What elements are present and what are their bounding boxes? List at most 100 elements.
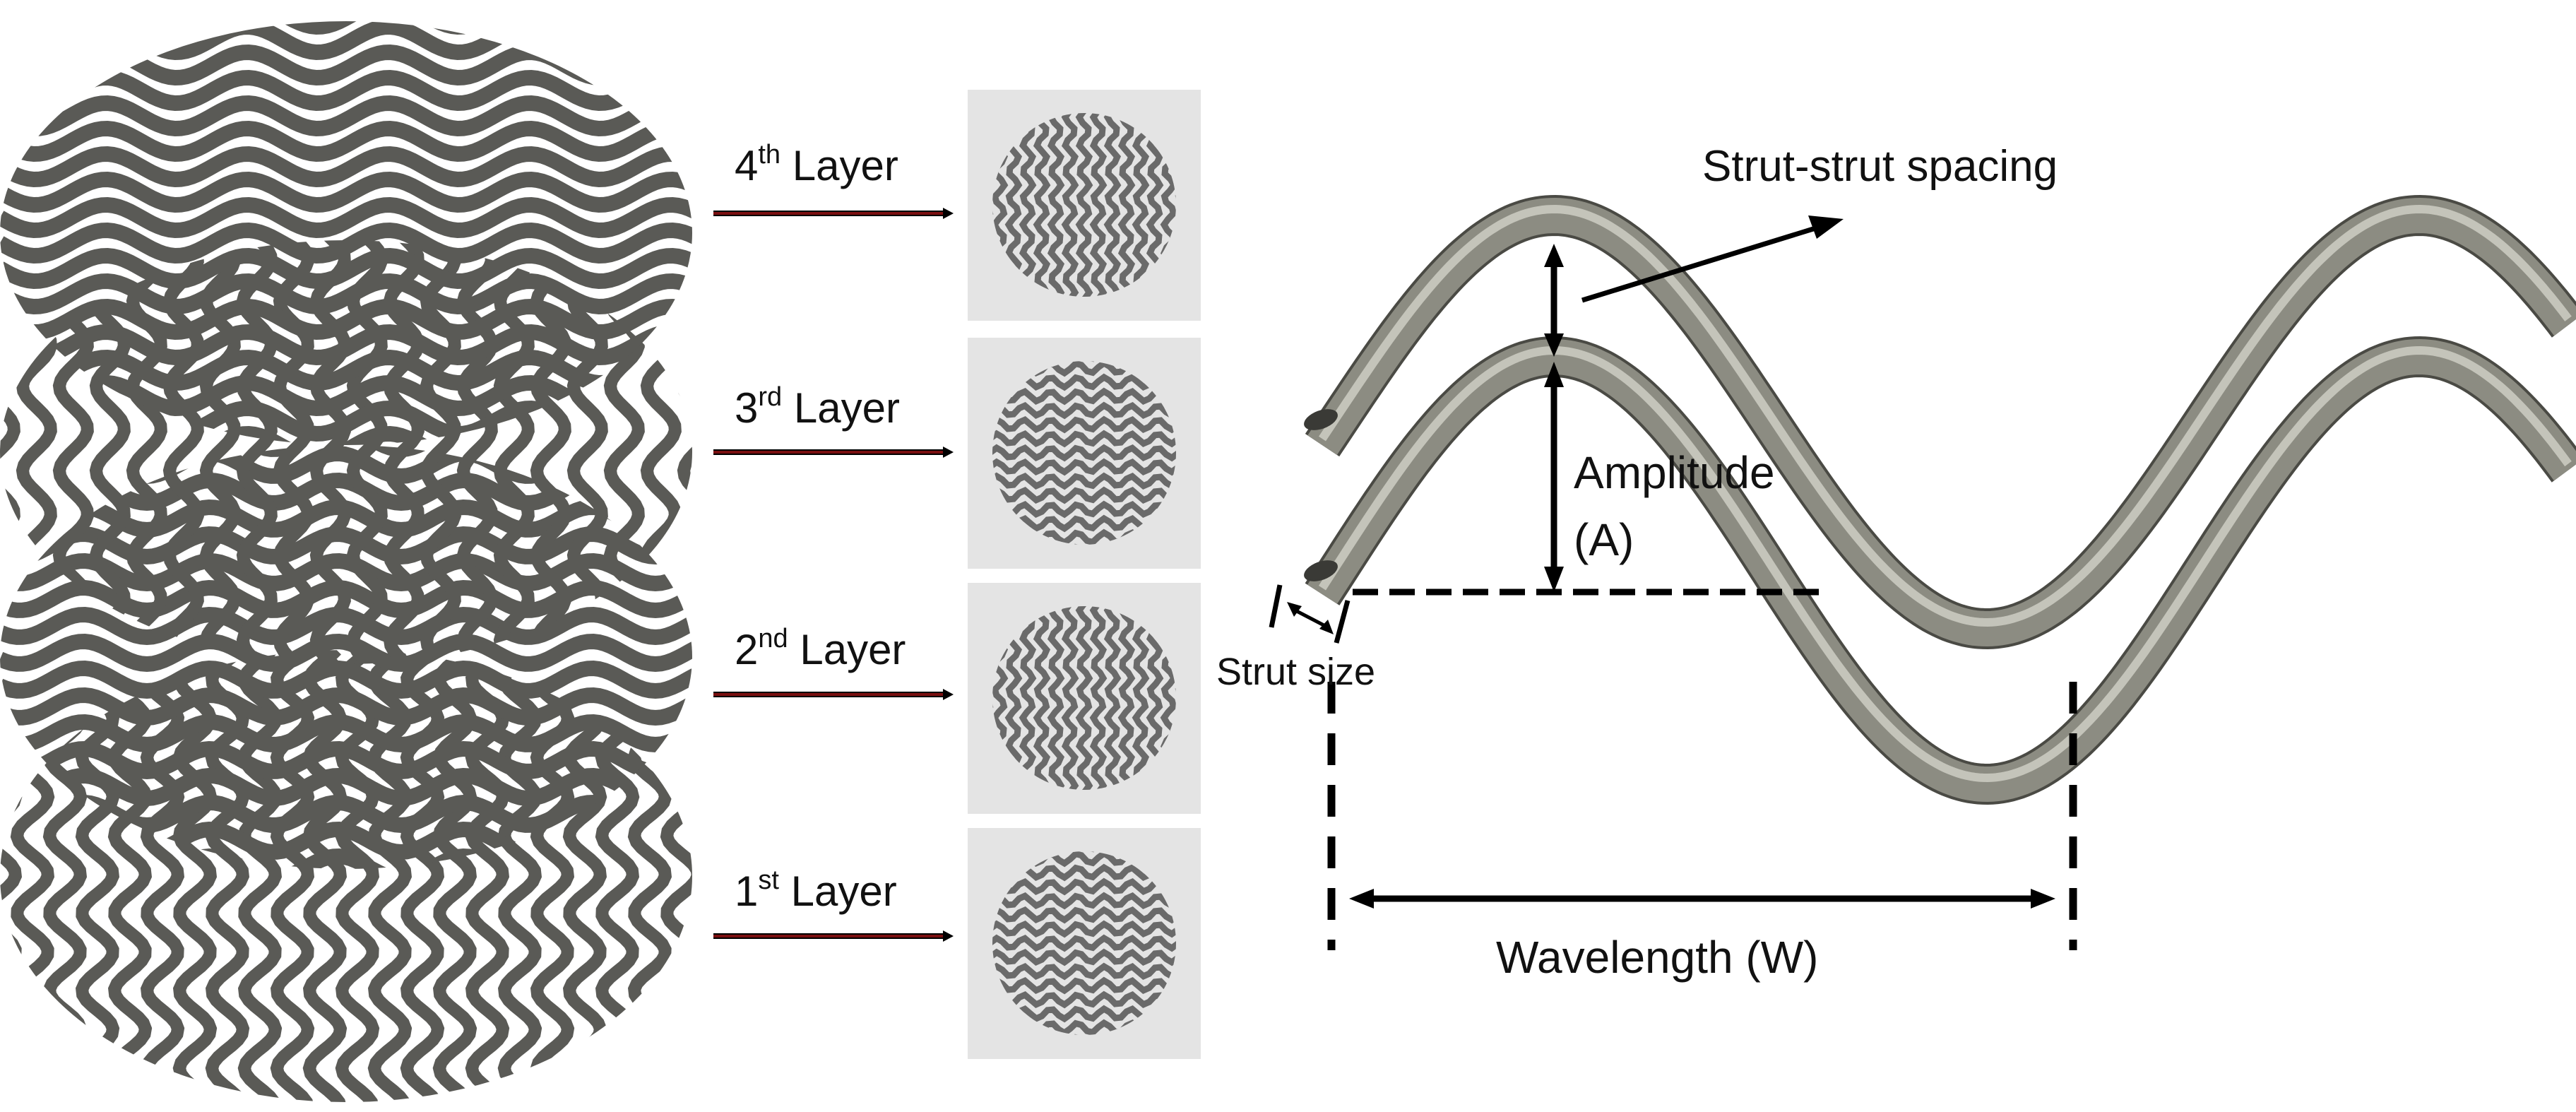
- lattice-strut: [126, 240, 167, 664]
- layer-3-thumbnail: [968, 338, 1201, 569]
- thumbnail-strut: [1033, 606, 1051, 790]
- lattice-strut: [0, 21, 692, 35]
- thumbnail-strut: [1103, 113, 1122, 297]
- spacing-leader: [1581, 215, 1844, 303]
- lattice-strut: [0, 120, 692, 162]
- lattice-strut: [0, 196, 692, 239]
- lattice-strut: [273, 240, 314, 664]
- lattice-strut: [420, 240, 461, 664]
- lattice-strut: [0, 767, 692, 807]
- lattice-strut: [0, 273, 692, 315]
- dimension-annotations: [1269, 215, 2077, 950]
- lattice-strut: [0, 69, 692, 112]
- lattice-strut: [346, 240, 388, 664]
- strut-size-label: Strut size: [1216, 651, 1376, 693]
- lattice-strut: [0, 171, 692, 213]
- layer-2-label: 2nd Layer: [735, 624, 906, 673]
- layer-arrows: [713, 208, 954, 942]
- layer-4-thumbnail: [968, 90, 1201, 321]
- lattice-strut: [367, 650, 412, 1102]
- thumbnail-strut: [1047, 113, 1065, 297]
- thumbnail-strut: [1047, 606, 1065, 790]
- thumbnail-strut: [992, 934, 1176, 952]
- thumbnail-strut: [1061, 113, 1079, 297]
- thumbnail-strut: [992, 415, 1176, 434]
- lattice-strut: [0, 324, 692, 366]
- layer-2-arrow: [713, 689, 954, 700]
- thumbnail-strut: [992, 892, 1176, 910]
- layer-4-arrow: [713, 208, 954, 219]
- thumbnail-strut: [992, 458, 1176, 476]
- upper-strut: [1304, 194, 2576, 650]
- layer-thumbnails: [968, 90, 1201, 1059]
- thumbnail-strut: [1075, 113, 1093, 297]
- lattice-strut: [0, 794, 692, 834]
- thumbnail-strut: [1089, 606, 1108, 790]
- thumbnail-strut: [1117, 113, 1136, 297]
- thumbnail-strut: [992, 906, 1176, 924]
- thumbnail-strut: [992, 486, 1176, 504]
- strut-spacing-label: Strut-strut spacing: [1702, 142, 2058, 191]
- thumbnail-strut: [992, 387, 1176, 406]
- lattice-strut: [0, 146, 692, 188]
- thumbnail-strut: [992, 430, 1176, 448]
- thumbnail-strut: [1033, 113, 1051, 297]
- thumbnail-strut: [992, 976, 1176, 995]
- thumbnail-strut: [1075, 606, 1093, 790]
- lattice-strut: [0, 21, 692, 61]
- thumbnail-strut: [992, 877, 1176, 896]
- thumbnail-strut: [992, 990, 1176, 1009]
- thumbnail-strut: [992, 948, 1176, 966]
- amplitude-arrow: [1544, 362, 1564, 592]
- lattice-strut: [0, 95, 692, 137]
- lattice-strut: [0, 222, 692, 264]
- lattice-strut: [237, 650, 283, 1102]
- lattice-strut: [107, 650, 153, 1102]
- thumbnail-strut: [1103, 606, 1122, 790]
- thumbnail-strut: [992, 472, 1176, 490]
- lattice-strut: [465, 650, 510, 1102]
- layer-2-thumbnail: [968, 583, 1201, 814]
- lower-strut-end-cap: [1304, 560, 1338, 581]
- lattice-strut: [497, 650, 542, 1102]
- lattice-strut: [0, 298, 692, 341]
- thumbnail-strut: [1061, 606, 1079, 790]
- strut-size-marker: [1269, 584, 1351, 644]
- thumbnail-strut: [992, 920, 1176, 938]
- lattice-strut: [0, 687, 692, 726]
- lattice-strut: [0, 714, 692, 753]
- sine-struts: [1304, 194, 2576, 805]
- layer-1-label: 1st Layer: [735, 865, 897, 915]
- thumbnail-strut: [1117, 606, 1136, 790]
- layer-3-arrow: [713, 446, 954, 458]
- lattice-strut: [0, 660, 692, 699]
- thumbnail-strut: [1019, 113, 1037, 297]
- lower-strut: [1304, 336, 2576, 805]
- amplitude-symbol-label: (A): [1574, 514, 1634, 565]
- wavelength-arrow: [1349, 889, 2055, 909]
- layer-1-arrow: [713, 930, 954, 942]
- layer-4-label: 4th Layer: [735, 140, 898, 189]
- lattice-strut: [677, 240, 692, 664]
- thumbnail-strut: [992, 962, 1176, 981]
- lattice-strut: [0, 247, 692, 290]
- lattice-strut: [0, 740, 692, 780]
- amplitude-label: Amplitude: [1574, 447, 1775, 498]
- layer-4-lattice: [0, 21, 692, 445]
- lattice-strut: [0, 606, 692, 646]
- spacing-arrow: [1544, 244, 1564, 357]
- layer-3-label: 3rd Layer: [735, 382, 900, 432]
- lattice-strut: [0, 650, 23, 1102]
- lattice-strut: [0, 44, 692, 86]
- upper-strut-end-cap: [1304, 409, 1338, 430]
- thumbnail-strut: [1019, 606, 1037, 790]
- layer-1-thumbnail: [968, 828, 1201, 1059]
- thumbnail-strut: [1132, 113, 1150, 297]
- lattice-strut: [199, 240, 241, 664]
- thumbnail-strut: [1132, 606, 1150, 790]
- lattice-strut: [140, 650, 185, 1102]
- lattice-strut: [0, 349, 692, 391]
- thumbnail-strut: [992, 444, 1176, 462]
- lattice-stack: [0, 21, 692, 1102]
